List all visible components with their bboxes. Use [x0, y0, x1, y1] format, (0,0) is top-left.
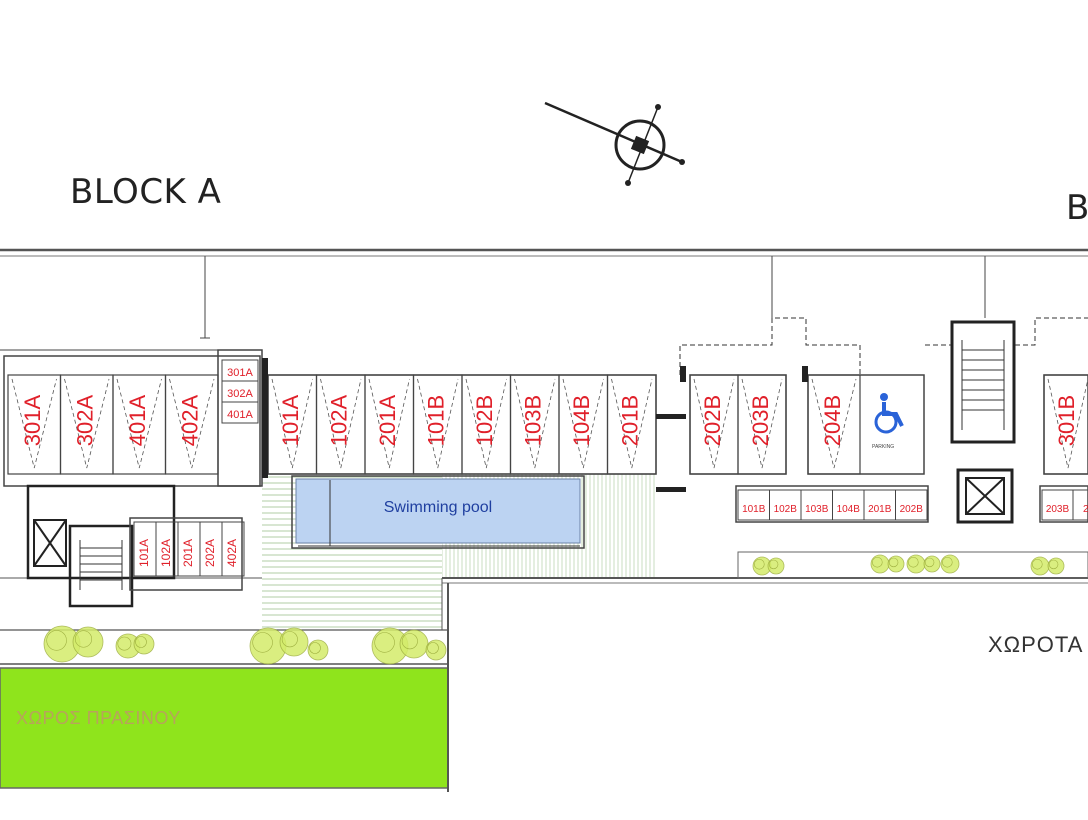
tree-icon: [923, 555, 941, 573]
parking-space-label: 203B: [748, 395, 773, 446]
pool-label: Swimming pool: [384, 499, 492, 516]
storage-unit: 201B: [863, 489, 896, 521]
storage-unit: 202B: [895, 489, 928, 521]
storage-unit: 20: [1072, 489, 1088, 521]
storage-unit: 402A: [221, 521, 245, 577]
lift-icon: [33, 519, 67, 567]
parking-space: 401A: [112, 374, 167, 475]
parking-space: 202B: [689, 374, 739, 475]
tree-icon: [1030, 556, 1050, 576]
parking-space-label: 301A: [20, 394, 45, 446]
storage-unit: 203B: [1041, 489, 1074, 521]
parking-space: 103B: [509, 374, 560, 475]
parking-area-label: ΧΩΡΟΤΑ: [988, 632, 1084, 657]
storage-unit: 101A: [133, 521, 157, 577]
storage-label: 102A: [159, 539, 173, 567]
tree-icon: [72, 626, 104, 658]
parking-space: 104B: [558, 374, 609, 475]
storage-unit: 102B: [769, 489, 802, 521]
storage-label: 201B: [868, 504, 892, 515]
tree-icon: [1047, 557, 1065, 575]
tree-icon: [133, 633, 155, 655]
storage-label: 203B: [1046, 504, 1070, 515]
storage-unit: 401A: [221, 401, 259, 424]
storage-label: 103B: [805, 504, 829, 515]
parking-space-label: 301B: [1054, 395, 1079, 446]
tree-icon: [940, 554, 960, 574]
parking-space: 204B: [807, 374, 861, 475]
tree-icon: [752, 556, 772, 576]
tree-icon: [399, 629, 429, 659]
storage-label: 301A: [227, 367, 253, 379]
tree-icon: [767, 557, 785, 575]
storage-label: 202B: [900, 504, 924, 515]
parking-space-label: 401A: [125, 394, 150, 446]
parking-space: 102A: [315, 374, 366, 475]
storage-label: 201A: [181, 539, 195, 567]
parking-space-label: 102B: [472, 395, 497, 446]
parking-space-label: 103B: [521, 395, 546, 446]
tree-icon: [887, 555, 905, 573]
tree-icon: [425, 639, 447, 661]
storage-unit: 103B: [800, 489, 833, 521]
tree-icon: [249, 627, 287, 665]
parking-space-label: 101B: [424, 395, 449, 446]
green-area: [0, 667, 449, 789]
parking-space: 301B: [1043, 374, 1088, 475]
parking-space-label: 104B: [569, 395, 594, 446]
storage-label: 401A: [227, 409, 253, 421]
storage-label: 101B: [742, 504, 766, 515]
tree-icon: [279, 627, 309, 657]
parking-space: 101B: [412, 374, 463, 475]
storage-unit: 202A: [199, 521, 223, 577]
parking-space: 301A: [7, 374, 62, 475]
parking-space-label: 101A: [278, 394, 303, 446]
parking-space-label: 302A: [73, 394, 98, 446]
stairs-icon: [961, 340, 1005, 430]
tree-icon: [307, 639, 329, 661]
storage-unit: 301A: [221, 359, 259, 382]
swimming-pool: [295, 478, 581, 544]
parking-space-label: 102A: [327, 394, 352, 446]
parking-space-label: 204B: [820, 395, 845, 446]
storage-label: 101A: [137, 539, 151, 567]
parking-space: 203B: [737, 374, 787, 475]
parking-space-label: 201A: [375, 394, 400, 446]
block-a-title: BLOCK A: [70, 172, 222, 212]
storage-unit: 201A: [177, 521, 201, 577]
stairs-icon: [79, 540, 123, 590]
parking-space: 201A: [364, 374, 415, 475]
svg-text:PARKING: PARKING: [872, 444, 894, 450]
parking-space: 102B: [461, 374, 512, 475]
parking-space-label: 201B: [618, 395, 643, 446]
storage-unit: 101B: [737, 489, 770, 521]
storage-label: 20: [1083, 504, 1088, 515]
storage-unit: 104B: [832, 489, 865, 521]
tree-icon: [906, 554, 926, 574]
north-arrow-icon: [544, 101, 685, 186]
tree-icon: [870, 554, 890, 574]
parking-space: 402A: [164, 374, 219, 475]
storage-label: 402A: [225, 539, 239, 567]
wheelchair-icon: PARKING: [872, 393, 904, 450]
lift-icon: [965, 477, 1005, 515]
parking-space-label: 202B: [700, 395, 725, 446]
storage-label: 102B: [774, 504, 798, 515]
tree-icon: [115, 633, 141, 659]
storage-label: 302A: [227, 388, 253, 400]
storage-unit: 302A: [221, 380, 259, 403]
parking-space-label: 402A: [178, 394, 203, 446]
green-area-label: ΧΩΡΟΣ ΠΡΑΣΙΝΟΥ: [16, 708, 181, 728]
storage-label: 104B: [837, 504, 861, 515]
parking-space: 302A: [59, 374, 114, 475]
parking-space: 101A: [267, 374, 318, 475]
storage-label: 202A: [203, 539, 217, 567]
block-b-title: B: [1066, 188, 1088, 228]
parking-space: 201B: [606, 374, 657, 475]
